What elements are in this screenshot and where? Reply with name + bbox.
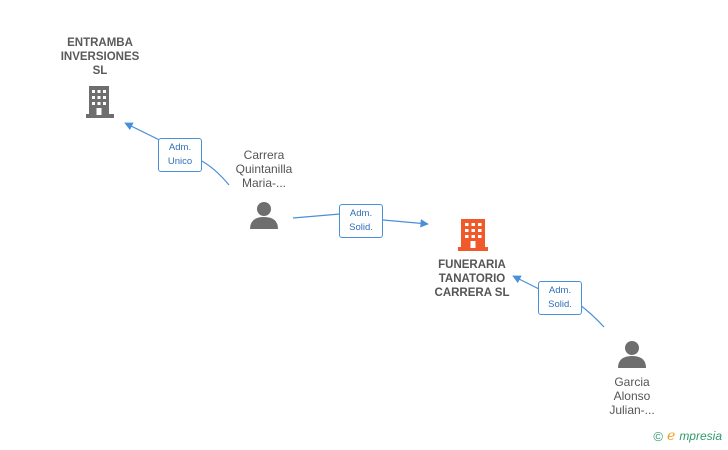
badge-line: Adm. (548, 285, 572, 296)
copyright-symbol: © (653, 428, 664, 444)
node-label-garcia[interactable]: Garcia Alonso Julian-... (590, 375, 674, 417)
label-line: INVERSIONES (60, 51, 140, 63)
badge-line: Solid. (548, 299, 572, 310)
label-line: ENTRAMBA (67, 37, 133, 49)
badge-line: Adm. (349, 208, 373, 219)
label-line: Maria-... (241, 176, 286, 190)
label-line: Quintanilla (235, 162, 293, 176)
edge-carrera-funeraria (292, 213, 428, 224)
badge-line: Adm. (168, 142, 192, 153)
label-line: Garcia (614, 375, 650, 389)
node-label-entramba[interactable]: ENTRAMBA INVERSIONES SL (48, 36, 152, 78)
label-line: Alonso (613, 389, 651, 403)
badge-line: Solid. (349, 222, 373, 233)
label-line: TANATORIO (438, 273, 506, 285)
label-line: CARRERA SL (434, 287, 510, 299)
building-icon-main[interactable] (458, 219, 488, 251)
label-line: Carrera (243, 148, 285, 162)
edge-badge-adm-solid-garcia[interactable]: Adm. Solid. (538, 281, 582, 315)
person-icon[interactable] (250, 202, 278, 229)
label-line: Julian-... (609, 403, 655, 417)
label-line: FUNERARIA (438, 259, 506, 271)
edge-garcia-funeraria (513, 276, 605, 328)
person-icon[interactable] (618, 341, 646, 368)
node-label-carrera[interactable]: Carrera Quintanilla Maria-... (214, 148, 314, 190)
label-line: SL (92, 65, 108, 77)
building-icon[interactable] (86, 86, 114, 118)
brand-name: mpresia (679, 429, 722, 443)
badge-line: Unico (167, 156, 193, 167)
edge-badge-adm-solid-carrera[interactable]: Adm. Solid. (339, 204, 383, 238)
edge-badge-adm-unico[interactable]: Adm. Unico (158, 138, 202, 172)
node-label-funeraria[interactable]: FUNERARIA TANATORIO CARRERA SL (416, 258, 528, 300)
brand-initial: e (667, 428, 676, 444)
